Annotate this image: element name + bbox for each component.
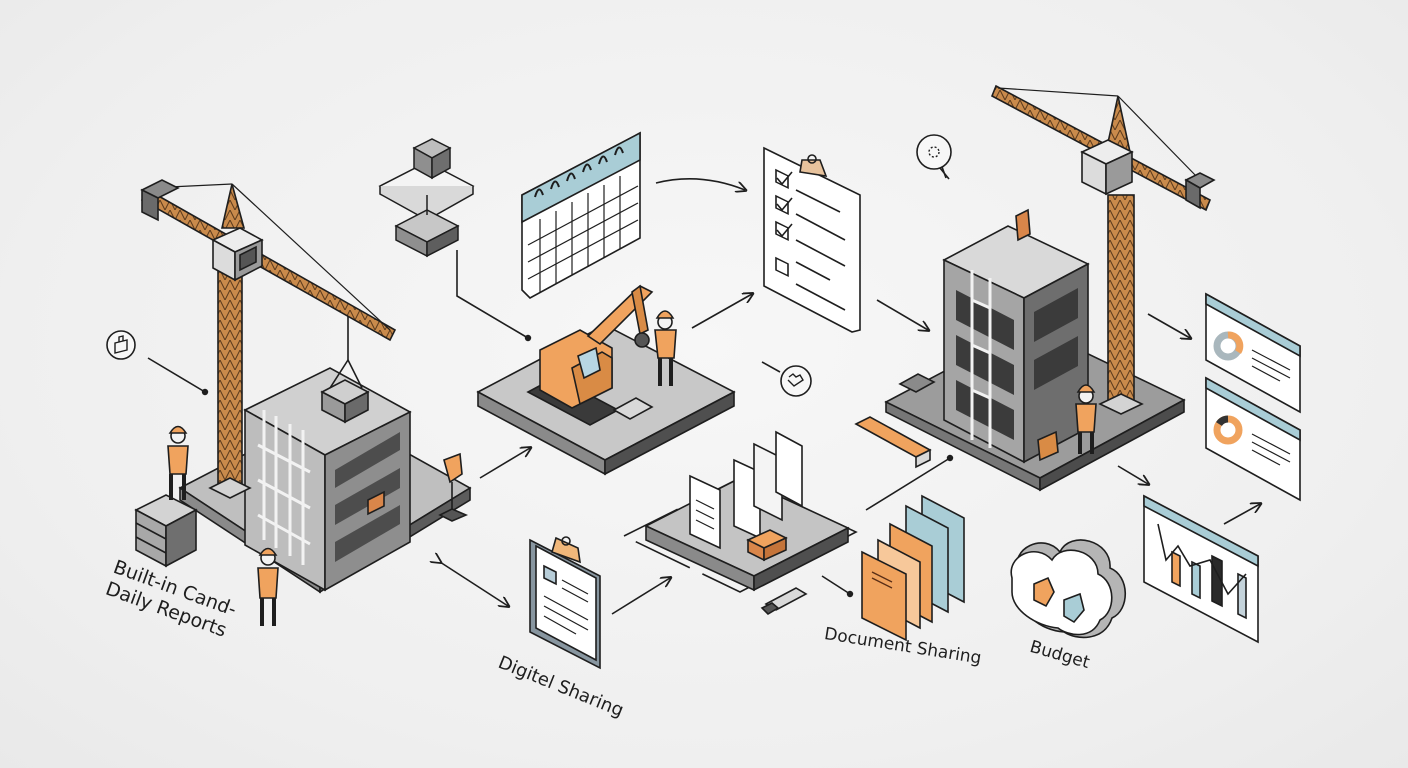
blocks-platform-icon: [378, 138, 475, 258]
worker-left-1: [167, 425, 189, 500]
cloud-storage-icon: [1010, 539, 1126, 639]
clipboard-circle-icon: [106, 330, 136, 360]
calendar-icon: [521, 131, 641, 299]
worker-left-2: [257, 547, 279, 626]
dashboard-window-1: [1205, 292, 1301, 414]
checklist-icon: [763, 146, 861, 333]
excavator-platform: [476, 284, 736, 476]
right-construction-site: [854, 84, 1216, 492]
connector-arrows: [147, 149, 1260, 615]
box-circle-icon: [780, 365, 812, 397]
dashboard-window-2: [1205, 376, 1301, 502]
folders-icon: [861, 494, 965, 642]
bar-chart-window: [1143, 494, 1259, 644]
documents-platform: [622, 430, 858, 616]
settings-search-icon: [916, 134, 952, 180]
clipboard-document-icon: [529, 536, 601, 670]
left-construction-site: [134, 179, 472, 626]
